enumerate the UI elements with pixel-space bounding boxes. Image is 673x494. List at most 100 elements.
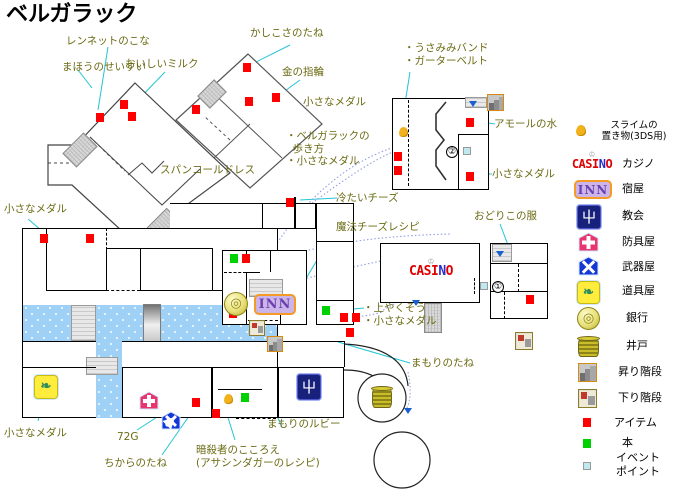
label-guidebook: ・ベルガラックの 歩き方 ・小さなメダル bbox=[286, 130, 370, 167]
casino-icon[interactable]: ♔ CASINO bbox=[405, 257, 457, 279]
casino-room bbox=[380, 243, 480, 303]
label-small-medal-e: 小さなメダル bbox=[492, 168, 555, 180]
legend-row-item: アイテム bbox=[574, 413, 673, 435]
label-assassin: 暗殺者のこころえ (アサシンダガーのレシピ) bbox=[196, 444, 320, 469]
wall bbox=[106, 248, 212, 249]
legend-row-stairs-down: 下り階段 bbox=[574, 387, 673, 413]
legend-label: 防具屋 bbox=[622, 235, 655, 248]
label-small-medal-w: 小さなメダル bbox=[4, 203, 67, 215]
wall bbox=[278, 341, 344, 342]
book-marker bbox=[241, 393, 249, 402]
wall bbox=[218, 389, 262, 390]
item-marker bbox=[466, 118, 474, 127]
legend-row-casino: ♔ CASINO カジノ bbox=[572, 150, 673, 178]
casino-crown-icon: ♔ bbox=[427, 257, 435, 266]
wall bbox=[22, 367, 23, 418]
label-spangle-dress: スパンコールドレス bbox=[160, 164, 256, 176]
doorway bbox=[518, 264, 519, 292]
casino-stairs bbox=[424, 303, 442, 333]
item-marker bbox=[128, 112, 136, 121]
well-icon[interactable] bbox=[371, 386, 393, 408]
doorway bbox=[504, 292, 505, 319]
bridge-west bbox=[71, 305, 96, 341]
slime-figurine-icon bbox=[576, 125, 586, 136]
armor-shop-icon[interactable] bbox=[139, 391, 159, 411]
inn-icon[interactable]: INN bbox=[254, 294, 296, 315]
casino-icon: ♔ CASINO bbox=[571, 150, 613, 171]
doorway bbox=[316, 250, 317, 300]
tool-shop-icon: ❧ bbox=[577, 281, 600, 304]
wall bbox=[490, 263, 548, 264]
slime-figurine-icon bbox=[399, 127, 408, 137]
stair-landing bbox=[249, 279, 283, 297]
wall bbox=[22, 367, 96, 368]
wall bbox=[122, 341, 278, 342]
shop-room bbox=[122, 367, 212, 418]
legend-row-slime: スライムの 置き物(3DS用) bbox=[574, 118, 673, 150]
stairs-down-icon bbox=[578, 389, 597, 408]
inner-wall bbox=[435, 101, 447, 181]
direction-arrow-icon bbox=[469, 101, 477, 107]
legend-label: イベント ポイント bbox=[616, 451, 660, 478]
item-marker bbox=[394, 166, 402, 175]
direction-arrow-icon bbox=[496, 251, 504, 257]
armor-shop-icon bbox=[578, 232, 599, 258]
weapon-shop-icon bbox=[578, 256, 599, 282]
wall bbox=[458, 134, 459, 190]
label-small-medal-ne: 小さなメダル bbox=[303, 96, 366, 108]
label-guard-seed: まもりのたね bbox=[411, 357, 474, 369]
item-marker bbox=[96, 113, 104, 122]
bank-icon[interactable]: ◎ bbox=[224, 292, 248, 316]
wall bbox=[212, 248, 213, 290]
item-marker bbox=[340, 313, 348, 322]
direction-arrow-icon bbox=[412, 300, 420, 306]
legend-label: アイテム bbox=[614, 416, 657, 429]
bank-icon: ◎ bbox=[577, 307, 600, 330]
event-point-icon bbox=[463, 147, 471, 155]
slime-figurine-icon bbox=[224, 394, 233, 404]
legend: スライムの 置き物(3DS用) ♔ CASINO カジノ INN 宿屋 屮 教会 bbox=[572, 118, 673, 483]
item-marker bbox=[120, 100, 128, 109]
item-marker bbox=[192, 398, 200, 407]
label-guard-ruby: まもりのルビー bbox=[267, 418, 341, 430]
legend-label: 道具屋 bbox=[622, 284, 655, 297]
wall bbox=[140, 290, 278, 291]
legend-row-bank: ◎ 銀行 bbox=[574, 306, 673, 333]
label-72g: 72G bbox=[117, 431, 139, 443]
map-ref-2: ② bbox=[446, 146, 458, 158]
item-marker bbox=[286, 198, 294, 207]
legend-label: 武器屋 bbox=[622, 260, 655, 273]
stairs-up-icon bbox=[578, 363, 597, 382]
north-strip bbox=[170, 203, 316, 228]
legend-label: 下り階段 bbox=[618, 391, 662, 404]
item-marker bbox=[40, 234, 48, 243]
church-icon[interactable]: 屮 bbox=[297, 374, 321, 400]
wall bbox=[246, 272, 260, 273]
page-title: ベルガラック bbox=[6, 2, 138, 27]
well-icon bbox=[577, 336, 600, 357]
stairs-up-icon[interactable] bbox=[267, 336, 283, 352]
label-wisdom-seed: かしこさのたね bbox=[250, 27, 324, 39]
item-marker bbox=[466, 172, 474, 181]
legend-row-well: 井戸 bbox=[574, 333, 673, 361]
bridge-south bbox=[86, 357, 118, 375]
wall bbox=[46, 290, 106, 291]
wall bbox=[490, 291, 548, 292]
label-bunny-band: ・うさみみバンド ・ガーターベルト bbox=[404, 42, 489, 67]
wall bbox=[262, 228, 316, 229]
weapon-shop-icon[interactable] bbox=[161, 411, 181, 431]
wall bbox=[46, 228, 47, 290]
tool-shop-icon[interactable]: ❧ bbox=[34, 375, 58, 399]
book-marker bbox=[230, 254, 238, 263]
label-magic-cheese-recipe: 魔法チーズレシピ bbox=[336, 221, 420, 233]
legend-row-armor: 防具屋 bbox=[574, 231, 673, 255]
item-marker bbox=[243, 63, 251, 72]
legend-row-church: 屮 教会 bbox=[574, 204, 673, 231]
legend-row-inn: INN 宿屋 bbox=[574, 178, 673, 204]
stairs-down-icon[interactable] bbox=[515, 332, 533, 350]
map-ref-1: ① bbox=[492, 281, 504, 293]
doorway bbox=[316, 203, 317, 241]
inn-icon: INN bbox=[574, 180, 612, 199]
slime-room bbox=[212, 367, 278, 418]
stairs-down-icon[interactable] bbox=[249, 320, 265, 336]
